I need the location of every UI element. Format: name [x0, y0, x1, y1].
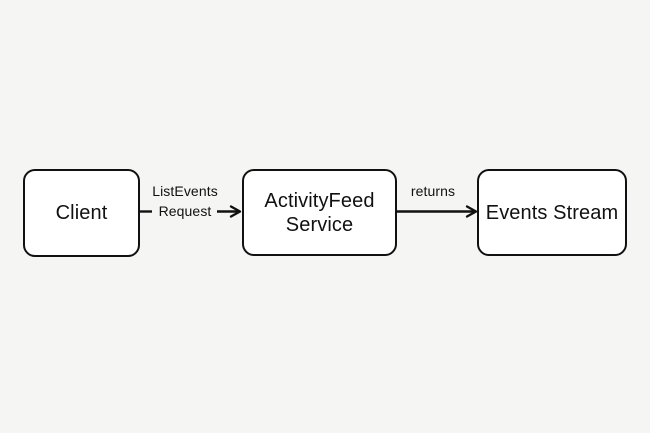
edge-label-returns: returns	[410, 183, 456, 199]
arrowhead-right-icon	[465, 205, 478, 218]
node-client-label: Client	[55, 202, 108, 224]
node-client: Client	[23, 169, 140, 257]
node-activityfeed-service-label: ActivityFeed Service	[264, 189, 375, 236]
arrowhead-right-icon	[229, 205, 242, 218]
edge-label-listevents-request: ListEvents Request	[152, 183, 218, 219]
node-events-stream: Events Stream	[477, 169, 627, 256]
node-activityfeed-service: ActivityFeed Service	[242, 169, 397, 256]
edge-client-to-service	[140, 205, 242, 218]
node-events-stream-label: Events Stream	[485, 201, 619, 224]
edge-service-to-stream	[397, 205, 478, 218]
